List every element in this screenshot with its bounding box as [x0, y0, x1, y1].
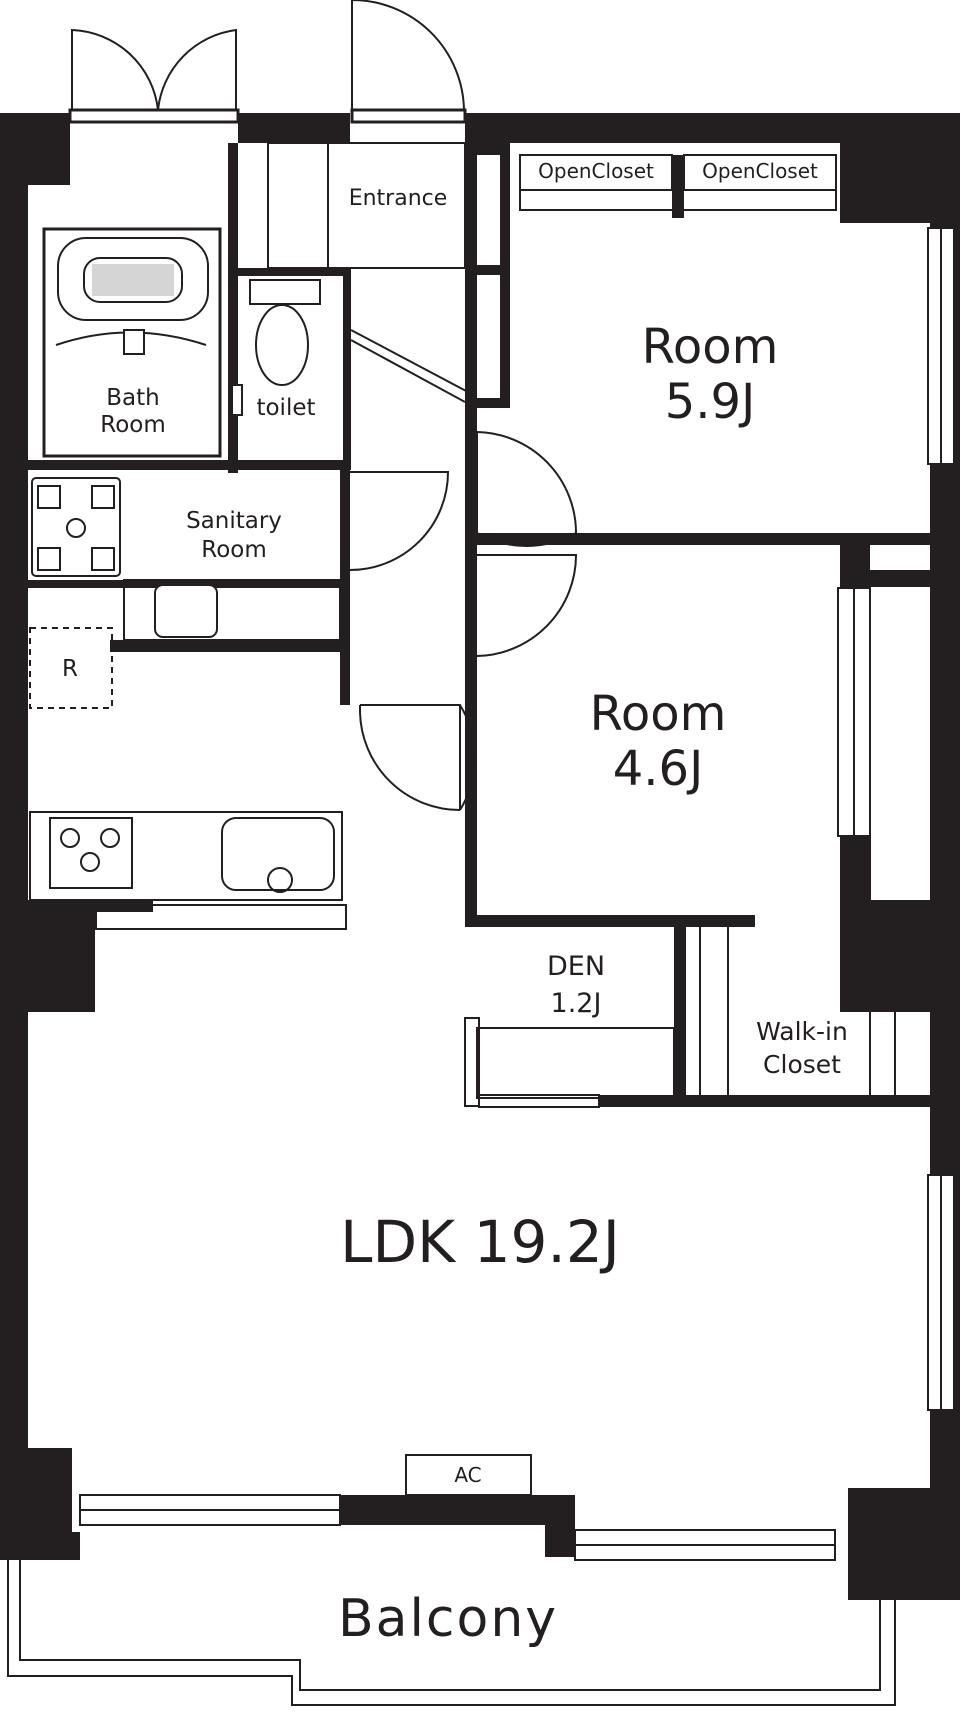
sanitary-label-line1: Sanitary	[186, 508, 282, 534]
labels: Entrance OpenCloset OpenCloset Room 5.9J…	[62, 159, 848, 1649]
ac-label: AC	[454, 1463, 481, 1487]
toilet-label: toilet	[256, 395, 315, 421]
fixtures	[7, 142, 936, 1706]
den-name: DEN	[547, 951, 605, 982]
bath-drain-dots-icon	[92, 264, 174, 296]
den-size: 1.2J	[551, 988, 602, 1019]
entrance-label: Entrance	[349, 186, 448, 211]
room-b-name: Room	[590, 686, 727, 742]
open-closet-label-1: OpenCloset	[538, 159, 654, 183]
bath-label-line2: Room	[100, 412, 166, 438]
room-a-size: 5.9J	[665, 374, 756, 430]
open-closet-label-2: OpenCloset	[702, 159, 818, 183]
balcony-label: Balcony	[338, 1589, 558, 1649]
bath-label-line1: Bath	[106, 385, 159, 411]
refrigerator-label: R	[62, 656, 78, 682]
walkin-label-line2: Closet	[763, 1050, 841, 1079]
sanitary-label-line2: Room	[201, 537, 267, 563]
room-a-name: Room	[642, 319, 779, 375]
walkin-label-line1: Walk-in	[756, 1017, 848, 1046]
room-b-size: 4.6J	[613, 741, 704, 797]
doors	[71, 0, 578, 811]
windows	[68, 108, 955, 1561]
ldk-label: LDK 19.2J	[340, 1208, 620, 1276]
